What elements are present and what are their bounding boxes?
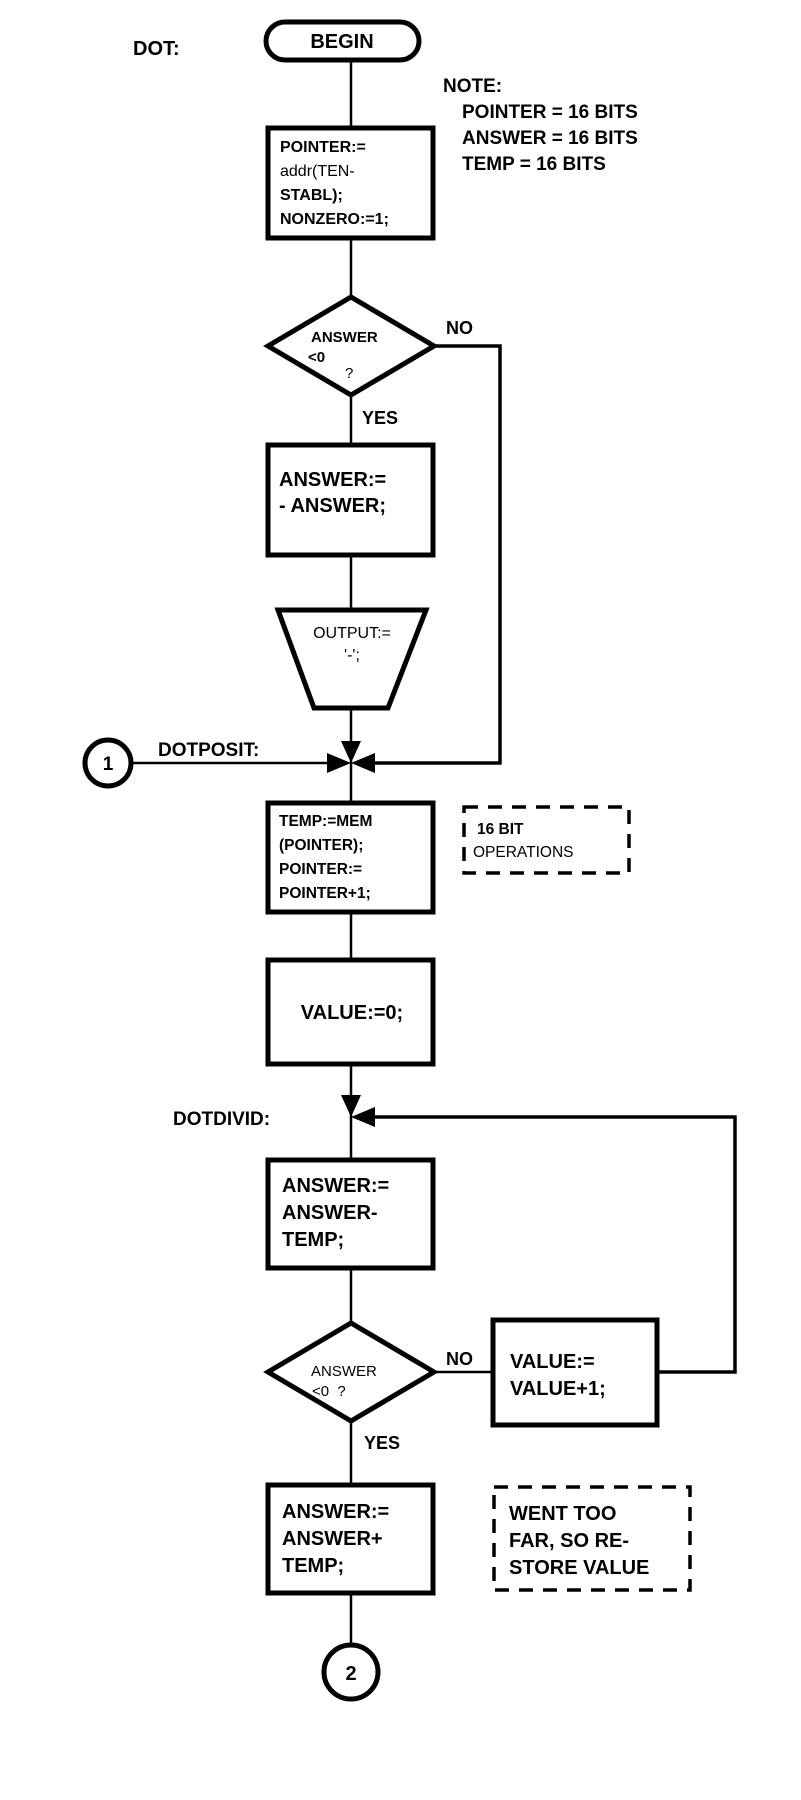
yes-label: YES	[362, 408, 398, 428]
begin-label: BEGIN	[310, 31, 373, 53]
arrowheads	[327, 741, 375, 1127]
box-line: ANSWER+	[282, 1528, 383, 1550]
annotation-went-too-far: WENT TOO FAR, SO RE- STORE VALUE	[492, 1485, 692, 1592]
restore-process-box: ANSWER:= ANSWER+ TEMP;	[265, 1482, 436, 1596]
annotation-line: OPERATIONS	[473, 844, 573, 861]
box-line: ANSWER:=	[279, 469, 386, 491]
decision-line: <0	[308, 349, 325, 366]
no-label: NO	[446, 1349, 473, 1369]
process-box	[265, 1157, 436, 1271]
note-line: POINTER = 16 BITS	[462, 102, 638, 123]
init-process-box: POINTER:= addr(TEN- STABL); NONZERO:=1;	[265, 125, 436, 241]
loop-back-line	[365, 1115, 737, 1374]
box-line: ANSWER-	[282, 1202, 378, 1224]
box-line: (POINTER);	[279, 837, 363, 854]
decision-answer-negative-2: ANSWER <0 ? NO YES	[263, 1320, 473, 1453]
increment-process-box: VALUE:= VALUE+1;	[490, 1317, 660, 1428]
value-init-process-box: VALUE:=0;	[265, 957, 436, 1067]
arrow-left-icon	[351, 753, 375, 773]
arrow-right-icon	[327, 753, 351, 773]
yes-label: YES	[364, 1433, 400, 1453]
box-line: TEMP:=MEM	[279, 813, 372, 830]
box-line: addr(TEN-	[280, 163, 355, 180]
dashed-annotation-box	[462, 805, 631, 875]
process-box	[490, 1317, 660, 1428]
arrow-left-icon	[351, 1107, 375, 1127]
decision-line: ANSWER	[311, 329, 378, 346]
dotdivid-label: DOTDIVID:	[173, 1109, 270, 1130]
annotation-line: FAR, SO RE-	[509, 1530, 629, 1552]
no-label: NO	[446, 318, 473, 338]
decision-diamond	[263, 1320, 439, 1424]
negate-process-box: ANSWER:= - ANSWER;	[265, 442, 436, 558]
arrow-down-icon	[341, 741, 361, 763]
arrow-down-icon	[341, 1095, 361, 1117]
annotation-line: 16 BIT	[477, 821, 524, 838]
box-line: TEMP;	[282, 1555, 344, 1577]
decision-line: ANSWER	[311, 1363, 377, 1380]
subtract-process-box: ANSWER:= ANSWER- TEMP;	[265, 1157, 436, 1271]
box-line: POINTER:=	[279, 861, 362, 878]
annotation-line: STORE VALUE	[509, 1557, 649, 1579]
note-block: NOTE: POINTER = 16 BITS ANSWER = 16 BITS…	[443, 76, 638, 175]
process-box	[265, 1482, 436, 1596]
annotation-16-bit: 16 BIT OPERATIONS	[462, 805, 631, 875]
begin-pill	[263, 19, 422, 63]
connector-2: 2	[321, 1642, 381, 1702]
decision-line: <0 ?	[312, 1383, 346, 1400]
output-line: '-';	[344, 647, 360, 664]
temp-process-box: TEMP:=MEM (POINTER); POINTER:= POINTER+1…	[265, 800, 436, 915]
process-box	[265, 957, 436, 1067]
box-line: POINTER:=	[280, 139, 366, 156]
connector-number: 1	[103, 754, 114, 775]
note-line: ANSWER = 16 BITS	[462, 128, 638, 149]
note-heading: NOTE:	[443, 76, 502, 97]
output-trapezoid	[274, 607, 430, 711]
decision-answer-negative-1: ANSWER <0 ? NO YES	[263, 294, 473, 428]
connector-1: 1 DOTPOSIT:	[82, 737, 259, 789]
output-box: OUTPUT:= '-';	[274, 607, 430, 711]
decision-line: ?	[345, 365, 353, 382]
decision-diamond	[263, 294, 439, 398]
connector-circle	[82, 737, 134, 789]
annotation-line: WENT TOO	[509, 1503, 616, 1525]
note-line: TEMP = 16 BITS	[462, 154, 606, 175]
box-line: VALUE:=0;	[301, 1002, 403, 1024]
begin-terminal: BEGIN	[263, 19, 422, 63]
no-branch-line-1	[365, 344, 502, 765]
process-box	[265, 800, 436, 915]
box-line: ANSWER:=	[282, 1501, 389, 1523]
connector-number: 2	[345, 1663, 356, 1685]
process-box	[265, 125, 436, 241]
entry-label-dot: DOT:	[133, 38, 180, 60]
process-box	[265, 442, 436, 558]
dotposit-label: DOTPOSIT:	[158, 740, 259, 761]
flow-lines	[131, 60, 737, 1645]
box-line: STABL);	[280, 187, 343, 204]
box-line: POINTER+1;	[279, 885, 371, 902]
dashed-annotation-box	[492, 1485, 692, 1592]
box-line: VALUE+1;	[510, 1378, 606, 1400]
box-line: TEMP;	[282, 1229, 344, 1251]
connector-circle	[321, 1642, 381, 1702]
box-line: - ANSWER;	[279, 495, 386, 517]
box-line: NONZERO:=1;	[280, 211, 389, 228]
box-line: VALUE:=	[510, 1351, 595, 1373]
output-line: OUTPUT:=	[313, 625, 391, 642]
box-line: ANSWER:=	[282, 1175, 389, 1197]
